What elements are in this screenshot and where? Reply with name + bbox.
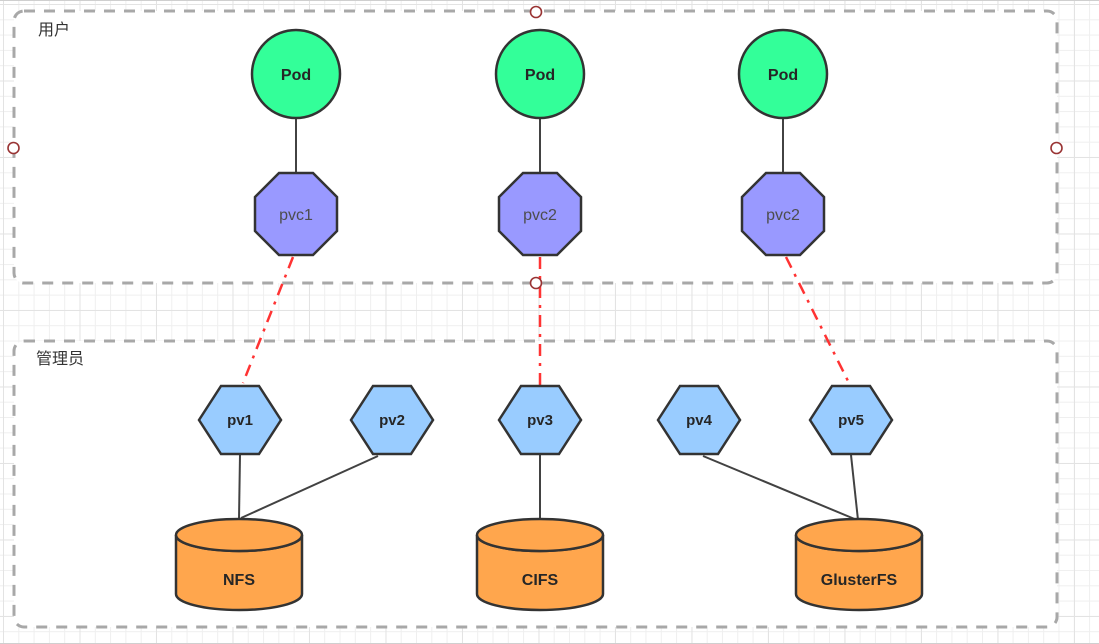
storage-label: GlusterFS [821, 572, 898, 589]
edge-pvc1-pv1[interactable] [241, 256, 295, 384]
edge-pv2-nfs[interactable] [240, 455, 379, 519]
cylinder-top[interactable] [794, 517, 924, 553]
connection-point-top[interactable] [529, 5, 543, 19]
node-pv1[interactable]: pv1 [197, 384, 283, 456]
pvc-label: pvc2 [523, 207, 557, 224]
pod-label: Pod [525, 67, 555, 84]
edge-pv5-glusterfs[interactable] [850, 454, 859, 521]
pv-label: pv2 [379, 412, 405, 429]
storage-label: CIFS [522, 572, 559, 589]
pod-label: Pod [768, 67, 798, 84]
pv-label: pv3 [527, 412, 553, 429]
connection-point-left[interactable] [7, 141, 20, 155]
pv-hexagon[interactable] [497, 384, 583, 456]
edge-pvc2-pv5[interactable] [784, 256, 851, 384]
pv-label: pv4 [686, 412, 713, 429]
pvc-octagon[interactable] [740, 171, 826, 257]
edge-pv1-nfs[interactable] [238, 454, 241, 520]
edge-pv4-glusterfs[interactable] [702, 455, 858, 521]
cylinder-top[interactable] [475, 517, 605, 553]
node-storage-cifs[interactable]: CIFS [475, 517, 605, 612]
connection-point-right[interactable] [1050, 141, 1063, 155]
node-pod-2[interactable]: Pod [494, 28, 586, 120]
pvc-label: pvc1 [279, 207, 313, 224]
node-pvc1[interactable]: pvc1 [253, 171, 339, 257]
pvc-octagon[interactable] [253, 171, 339, 257]
pvc-octagon[interactable] [497, 171, 583, 257]
connection-point-bottom[interactable] [529, 276, 543, 290]
pod-circle[interactable] [250, 28, 342, 120]
node-pvc2-right[interactable]: pvc2 [740, 171, 826, 257]
pv-hexagon[interactable] [349, 384, 435, 456]
node-pod-3[interactable]: Pod [737, 28, 829, 120]
node-pv3[interactable]: pv3 [497, 384, 583, 456]
node-pv5[interactable]: pv5 [808, 384, 894, 456]
node-pod-1[interactable]: Pod [250, 28, 342, 120]
cylinder-top[interactable] [174, 517, 304, 553]
pv-hexagon[interactable] [656, 384, 742, 456]
pod-label: Pod [281, 67, 311, 84]
admin-group-label: 管理员 [36, 350, 84, 368]
user-group-label: 用户 [38, 21, 70, 39]
pod-circle[interactable] [494, 28, 586, 120]
node-storage-nfs[interactable]: NFS [174, 517, 304, 612]
pv-label: pv5 [838, 412, 864, 429]
pv-hexagon[interactable] [197, 384, 283, 456]
node-pv4[interactable]: pv4 [656, 384, 742, 456]
node-pvc2-mid[interactable]: pvc2 [497, 171, 583, 257]
pvc-label: pvc2 [766, 207, 800, 224]
pod-circle[interactable] [737, 28, 829, 120]
storage-label: NFS [223, 572, 255, 589]
pv-label: pv1 [227, 412, 253, 429]
node-pv2[interactable]: pv2 [349, 384, 435, 456]
pv-hexagon[interactable] [808, 384, 894, 456]
node-storage-glusterfs[interactable]: GlusterFS [794, 517, 924, 612]
